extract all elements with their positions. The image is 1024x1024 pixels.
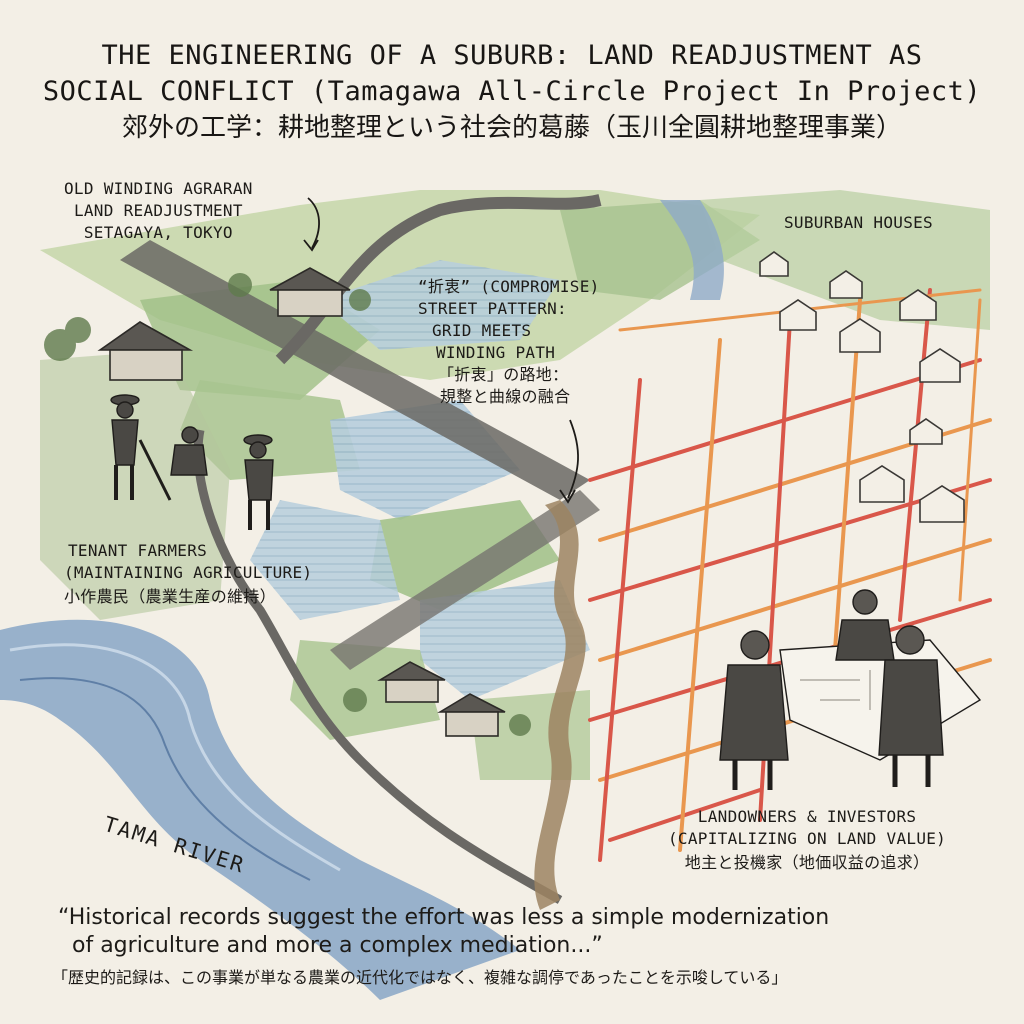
trees <box>44 273 531 736</box>
label-compromise-jp-line-1: 「折衷」の路地： <box>438 365 569 384</box>
page-title: THE ENGINEERING OF A SUBURB: LAND READJU… <box>40 38 984 146</box>
tama-river <box>0 200 724 1000</box>
quote-line-2: of agriculture and more a complex mediat… <box>72 933 603 958</box>
label-landowners: LANDOWNERS & INVESTORS (CAPITALIZING ON … <box>668 806 946 874</box>
historical-quote: “Historical records suggest the effort w… <box>52 904 988 992</box>
title-line-1: THE ENGINEERING OF A SUBURB: LAND READJU… <box>101 40 923 71</box>
label-landowners-jp: 地主と投機家（地価収益の追求） <box>684 853 930 872</box>
label-compromise-line-2: STREET PATTERN: <box>418 299 567 318</box>
label-compromise-line-3: GRID MEETS <box>432 321 532 340</box>
tenant-farmer-figures <box>110 394 274 530</box>
label-old-winding: OLD WINDING AGRARAN LAND READJUSTMENT SE… <box>64 178 253 244</box>
landowner-investor-figures <box>719 589 982 790</box>
annotation-arrows <box>303 197 579 504</box>
title-line-japanese: 郊外の工学：耕地整理という社会的葛藤（玉川全圓耕地整理事業） <box>121 113 902 143</box>
label-suburban-houses: SUBURBAN HOUSES <box>784 213 933 232</box>
suburban-houses <box>759 251 965 523</box>
quote-line-1: “Historical records suggest the effort w… <box>58 905 830 930</box>
label-compromise-line-1: “折衷” (COMPROMISE) <box>418 277 600 296</box>
label-old-winding-line-2: LAND READJUSTMENT <box>73 201 243 220</box>
label-tenant-farmers-jp: 小作農民（農業生産の維持） <box>64 587 276 606</box>
label-old-winding-line-1: OLD WINDING AGRARAN <box>64 179 253 198</box>
label-tenant-farmers-line-2: (MAINTAINING AGRICULTURE) <box>64 563 313 582</box>
label-tenant-farmers: TENANT FARMERS (MAINTAINING AGRICULTURE)… <box>64 540 312 608</box>
label-tenant-farmers-line-1: TENANT FARMERS <box>68 541 208 560</box>
label-compromise-jp-line-2: 規整と曲線の融合 <box>440 387 571 406</box>
label-compromise: “折衷” (COMPROMISE) STREET PATTERN: GRID M… <box>402 276 600 408</box>
quote-line-japanese: 「歴史的記録は、この事業が単なる農業の近代化ではなく、複雑な調停であったことを示… <box>52 968 788 987</box>
farmhouses <box>97 267 506 737</box>
label-compromise-line-4: WINDING PATH <box>436 343 556 362</box>
label-landowners-line-1: LANDOWNERS & INVESTORS <box>697 807 917 826</box>
title-line-2: SOCIAL CONFLICT (Tamagawa All-Circle Pro… <box>42 76 982 107</box>
label-old-winding-line-3: SETAGAYA, TOKYO <box>83 223 233 242</box>
winding-dirt-path <box>534 500 586 910</box>
label-landowners-line-2: (CAPITALIZING ON LAND VALUE) <box>668 829 947 848</box>
